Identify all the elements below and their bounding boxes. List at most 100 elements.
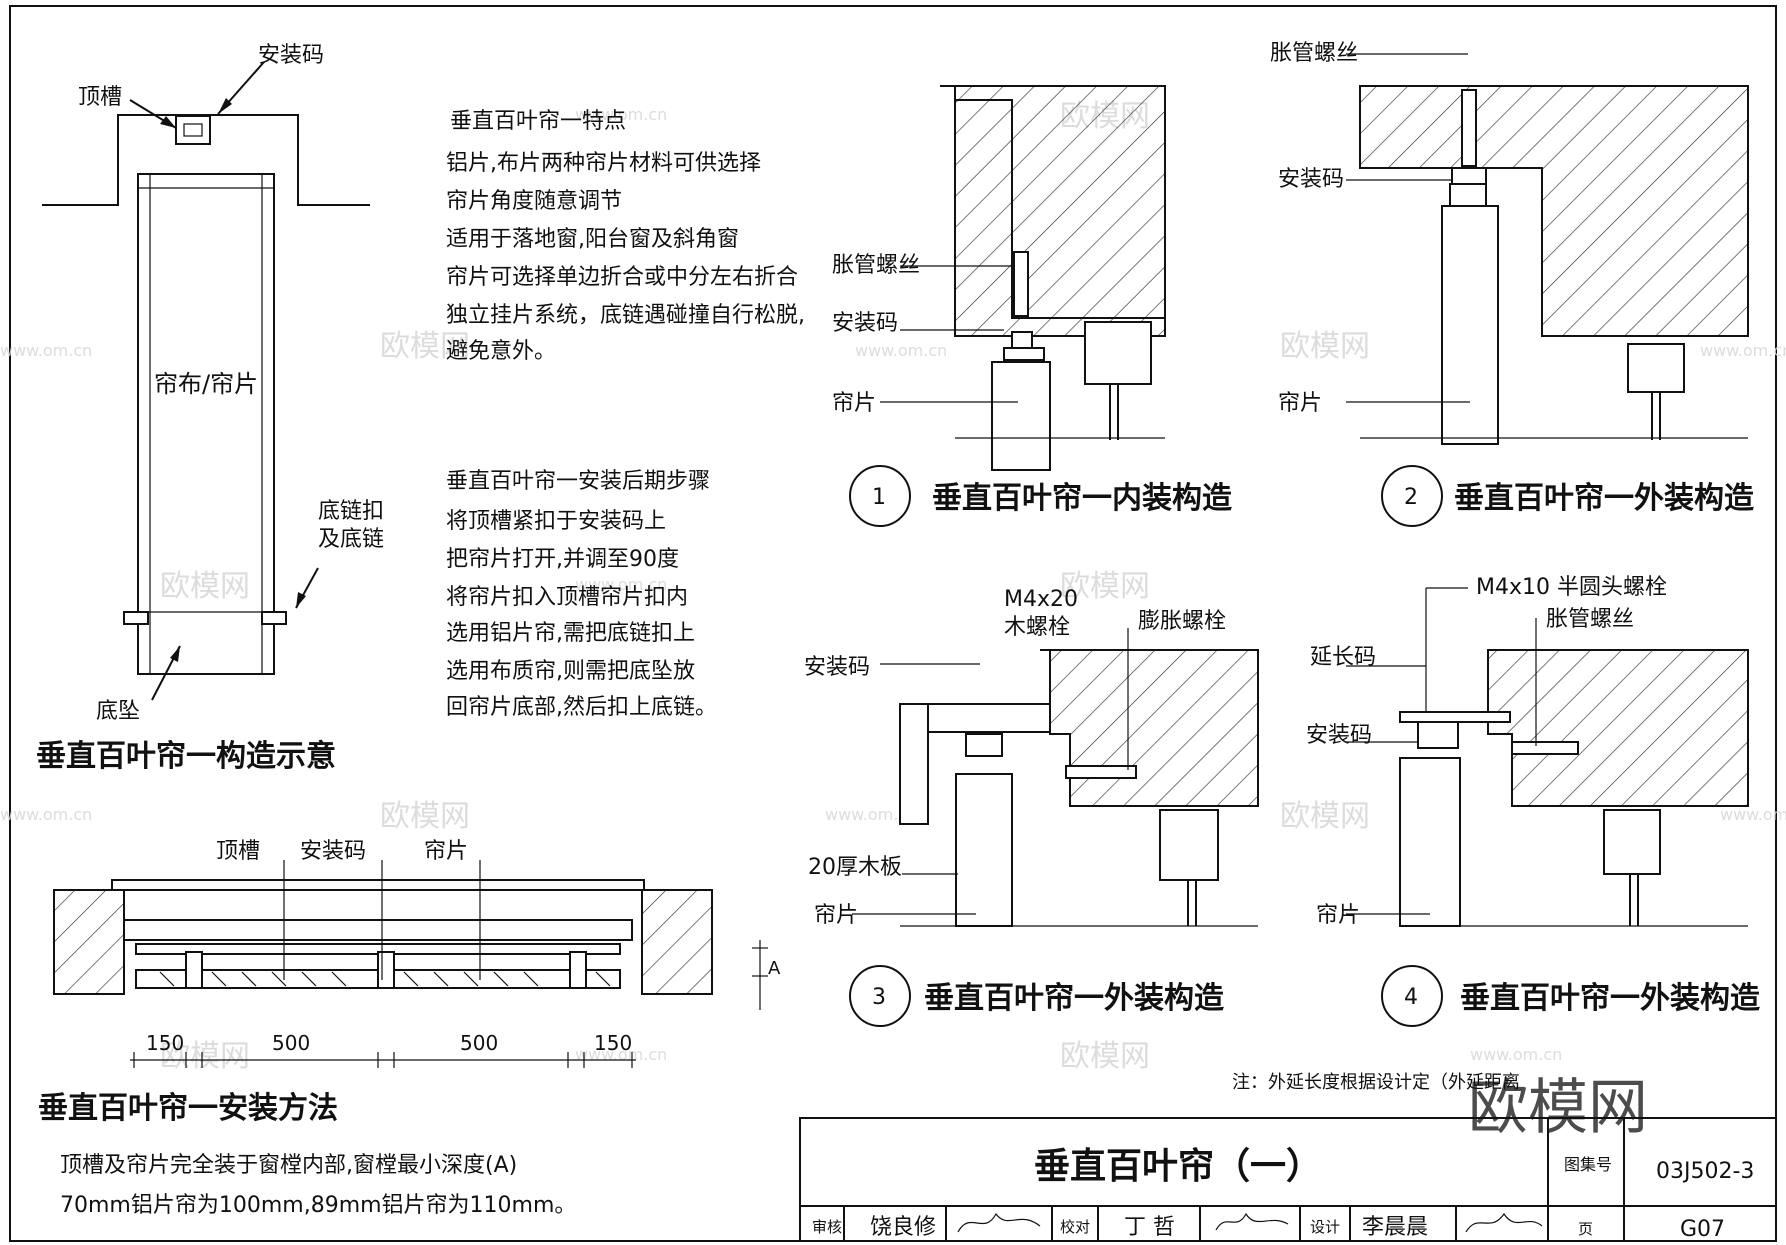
d3-no: 3 [872,985,886,1010]
plan-view: 顶槽 安装码 帘片 A 150 500 500 150 垂直百叶帘一安装方法 顶… [38,839,781,1218]
features-block: 垂直百叶帘一特点 铝片,布片两种帘片材料可供选择 帘片角度随意调节 适用于落地窗… [446,109,805,364]
label-bottom-chain-2: 及底链 [318,527,384,552]
caption-plan: 垂直百叶帘一安装方法 [38,1091,338,1126]
d4-label: 延长码 [1310,645,1376,670]
d2-label: 安装码 [1278,167,1344,192]
watermark-url: www.om.cn [825,805,917,824]
plan-dim: 150 [146,1031,184,1055]
d4-label: 胀管螺丝 [1546,607,1634,632]
detail-3: M4x20 木螺栓 膨胀螺栓 安装码 20厚木板 帘片 3 垂直百叶帘一外装构造 [804,587,1259,1027]
watermark-brand: 欧模网 [1060,1039,1150,1074]
d1-label: 胀管螺丝 [832,253,920,278]
detail-1: 胀管螺丝 安装码 帘片 1 垂直百叶帘一内装构造 [832,85,1232,527]
page-label: 页 [1578,1220,1593,1238]
label-curtain: 帘布/帘片 [154,370,258,398]
watermark-brand: 欧模网 [160,1039,250,1074]
watermark-url: www.om.cn [1470,1045,1562,1064]
step-line: 将帘片扣入顶槽帘片扣内 [446,585,688,610]
d3-label: 安装码 [804,655,870,680]
feature-line: 独立挂片系统，底链遇碰撞自行松脱, [446,303,805,328]
review-label: 审核 [812,1218,842,1236]
watermark-url: www.om.cn [0,341,92,360]
checker-signature [1215,1212,1289,1231]
d3-label: 帘片 [814,903,858,928]
d1-caption: 垂直百叶帘一内装构造 [932,481,1232,516]
checker-name: 丁 哲 [1124,1215,1175,1240]
brand-watermark: 欧模网 [1468,1073,1648,1143]
watermark-url: www.om.cn [855,341,947,360]
plan-note: 70mm铝片帘为100mm,89mm铝片帘为110mm。 [60,1193,576,1218]
d2-no: 2 [1404,485,1418,510]
plan-dim: 500 [272,1031,310,1055]
d4-caption: 垂直百叶帘一外装构造 [1460,981,1760,1016]
designer-signature [1465,1212,1543,1233]
feature-line: 避免意外。 [446,339,556,364]
design-label: 设计 [1310,1218,1340,1236]
feature-line: 适用于落地窗,阳台窗及斜角窗 [446,227,739,252]
label-install-code: 安装码 [258,43,324,68]
reviewer-signature [957,1212,1041,1233]
d3-caption: 垂直百叶帘一外装构造 [924,981,1224,1016]
feature-line: 帘片可选择单边折合或中分左右折合 [446,265,798,290]
d2-caption: 垂直百叶帘一外装构造 [1454,481,1754,516]
step-line: 选用铝片帘,需把底链扣上 [446,621,695,646]
d1-label: 帘片 [832,391,876,416]
d3-label: M4x20 [1004,587,1078,612]
steps-title: 垂直百叶帘一安装后期步骤 [446,469,710,494]
d3-label: 20厚木板 [808,855,902,880]
watermark-brand: 欧模网 [380,799,470,834]
atlas-no: 03J502-3 [1656,1159,1754,1184]
detail-2: 胀管螺丝 安装码 帘片 2 垂直百叶帘一外装构造 [1270,41,1754,527]
watermark-url: www.om.cn [575,105,667,124]
d4-label: 帘片 [1316,903,1360,928]
watermark-url: www.om.cn [0,805,92,824]
main-schematic: 安装码 顶槽 帘布/帘片 底链扣 及底链 底坠 垂直百叶帘一构造示意 [36,43,384,774]
sheet-title: 垂直百叶帘（一） [1034,1146,1322,1187]
watermark-brand: 欧模网 [1280,329,1370,364]
watermark-brand: 欧模网 [1060,569,1150,604]
d1-no: 1 [872,485,886,510]
step-line: 回帘片底部,然后扣上底链。 [446,695,717,720]
designer-name: 李晨晨 [1362,1215,1428,1240]
caption-main: 垂直百叶帘一构造示意 [36,739,336,774]
label-top-track: 顶槽 [78,85,122,110]
watermark-url: www.om.cn [575,1045,667,1064]
watermark-brand: 欧模网 [1280,799,1370,834]
d4-label: 安装码 [1306,723,1372,748]
d3-label: 木螺栓 [1004,615,1070,640]
plan-slats [159,971,611,987]
watermark-url: www.om.cn [575,575,667,594]
note-text: 注：外延长度根据设计定（外延距离 [1232,1072,1520,1093]
d4-no: 4 [1404,985,1418,1010]
plan-label-curtain: 帘片 [424,839,468,864]
steps-block: 垂直百叶帘一安装后期步骤 将顶槽紧扣于安装码上 把帘片打开,并调至90度 将帘片… [446,469,717,720]
watermark-url: www.om.cn [1700,341,1786,360]
page-no: G07 [1680,1217,1725,1242]
step-line: 将顶槽紧扣于安装码上 [446,509,666,534]
d2-label: 胀管螺丝 [1270,41,1358,66]
plan-dim-a: A [768,958,781,979]
plan-label-install-code: 安装码 [300,839,366,864]
d4-label: M4x10 半圆头螺栓 [1476,575,1667,600]
label-bottom-weight: 底坠 [96,699,140,724]
feature-line: 帘片角度随意调节 [446,189,622,214]
step-line: 把帘片打开,并调至90度 [446,547,679,572]
check-label: 校对 [1060,1218,1090,1236]
features-title: 垂直百叶帘一特点 [450,109,626,134]
plan-dim: 500 [460,1031,498,1055]
title-block: 垂直百叶帘（一） 图集号 03J502-3 审核 饶良修 校对 丁 哲 设计 李… [799,1117,1777,1242]
plan-label-top-track: 顶槽 [216,839,260,864]
feature-line: 铝片,布片两种帘片材料可供选择 [446,151,761,176]
detail-4: M4x10 半圆头螺栓 胀管螺丝 延长码 安装码 帘片 4 垂直百叶帘一外装构造 [1306,575,1760,1027]
plan-dim: 150 [594,1031,632,1055]
step-line: 选用布质帘,则需把底坠放 [446,659,695,684]
plan-note: 顶槽及帘片完全装于窗樘内部,窗樘最小深度(A) [60,1153,517,1178]
d2-label: 帘片 [1278,391,1322,416]
atlas-label: 图集号 [1564,1155,1612,1174]
d3-label: 膨胀螺栓 [1138,609,1226,634]
watermark-url: www.om.cn [1720,805,1786,824]
watermark-brand: 欧模网 [380,329,470,364]
d1-label: 安装码 [832,311,898,336]
reviewer-name: 饶良修 [870,1215,936,1240]
